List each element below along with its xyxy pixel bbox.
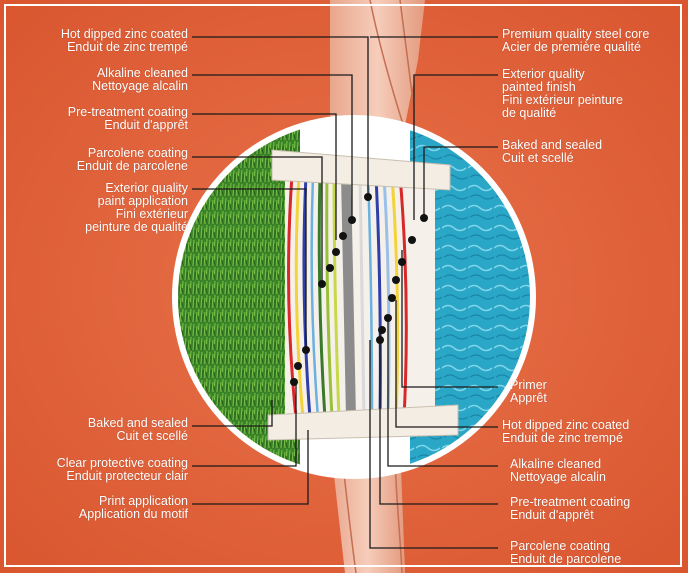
label-left-parcolene: Parcolene coating Enduit de parcolene <box>77 147 188 173</box>
label-left-alkaline: Alkaline cleaned Nettoyage alcalin <box>92 67 188 93</box>
label-line: Enduit d'apprêt <box>68 119 188 132</box>
steel-core <box>346 175 351 418</box>
label-line: Enduit protecteur clair <box>57 470 188 483</box>
label-right-parcolene: Parcolene coating Enduit de parcolene <box>510 540 621 566</box>
label-line: Cuit et scellé <box>88 430 188 443</box>
label-line: Enduit de parcolene <box>77 160 188 173</box>
label-line: Acier de première qualité <box>502 41 649 54</box>
label-left-pretreatment: Pre-treatment coating Enduit d'apprêt <box>68 106 188 132</box>
label-right-primer: Primer Apprêt <box>510 379 547 405</box>
label-line: peinture de qualité <box>85 221 188 234</box>
label-left-print: Print application Application du motif <box>79 495 188 521</box>
label-line: Nettoyage alcalin <box>92 80 188 93</box>
label-line: Enduit de zinc trempé <box>61 41 188 54</box>
label-line: de qualité <box>502 107 623 120</box>
label-right-steel-core: Premium quality steel core Acier de prem… <box>502 28 649 54</box>
label-left-clear-coat: Clear protective coating Enduit protecte… <box>57 457 188 483</box>
layer-stack <box>285 170 435 420</box>
label-line: Application du motif <box>79 508 188 521</box>
label-right-pretreatment: Pre-treatment coating Enduit d'apprêt <box>510 496 630 522</box>
label-line: Enduit de parcolene <box>510 553 621 566</box>
label-left-baked: Baked and sealed Cuit et scellé <box>88 417 188 443</box>
label-line: Cuit et scellé <box>502 152 602 165</box>
label-right-painted-finish: Exterior quality painted finish Fini ext… <box>502 68 623 120</box>
label-right-baked: Baked and sealed Cuit et scellé <box>502 139 602 165</box>
label-left-exterior-paint: Exterior quality paint application Fini … <box>85 182 188 234</box>
label-line: Apprêt <box>510 392 547 405</box>
label-right-zinc: Hot dipped zinc coated Enduit de zinc tr… <box>502 419 629 445</box>
label-line: Enduit d'apprêt <box>510 509 630 522</box>
label-left-zinc: Hot dipped zinc coated Enduit de zinc tr… <box>61 28 188 54</box>
label-right-alkaline: Alkaline cleaned Nettoyage alcalin <box>510 458 606 484</box>
label-line: Nettoyage alcalin <box>510 471 606 484</box>
label-line: Enduit de zinc trempé <box>502 432 629 445</box>
